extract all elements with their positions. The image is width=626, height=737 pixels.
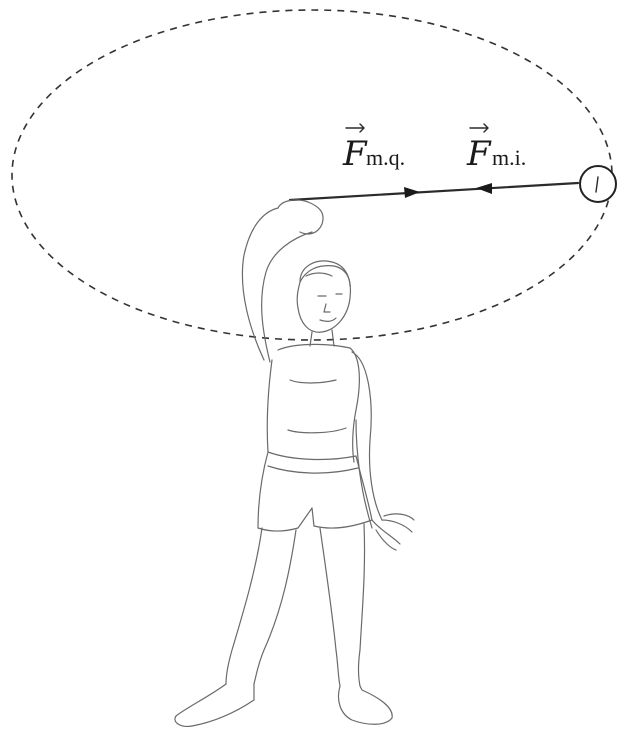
right-shoe — [339, 686, 393, 724]
lower-hand — [372, 514, 414, 550]
man-figure — [175, 200, 414, 726]
lower-arm — [352, 352, 382, 528]
ball — [580, 166, 616, 202]
force-symbol-fmi: F — [466, 134, 492, 174]
waistband — [268, 466, 358, 473]
vector-arrow-over-f1 — [346, 124, 364, 132]
hair — [300, 266, 350, 286]
force-subscript-fmi: m.i. — [492, 145, 526, 170]
string-line — [290, 183, 578, 200]
centripetal-force-label: F m.q. — [342, 124, 405, 174]
shirt-lines — [288, 380, 346, 433]
force-subscript-fmq: m.q. — [366, 145, 405, 170]
right-leg — [320, 524, 365, 686]
centripetal-force-arrowhead — [404, 187, 420, 198]
force-symbol-fmq: F — [342, 134, 368, 174]
left-leg — [226, 528, 296, 684]
vector-arrow-over-f2 — [470, 124, 488, 132]
raised-hand — [278, 200, 323, 234]
shorts — [258, 452, 372, 531]
left-shoe — [175, 684, 254, 726]
torso — [267, 344, 359, 462]
face-features — [318, 294, 342, 321]
inertial-force-arrowhead — [476, 183, 492, 194]
circular-orbit-path — [12, 10, 612, 340]
inertial-force-label: F m.i. — [466, 124, 526, 174]
